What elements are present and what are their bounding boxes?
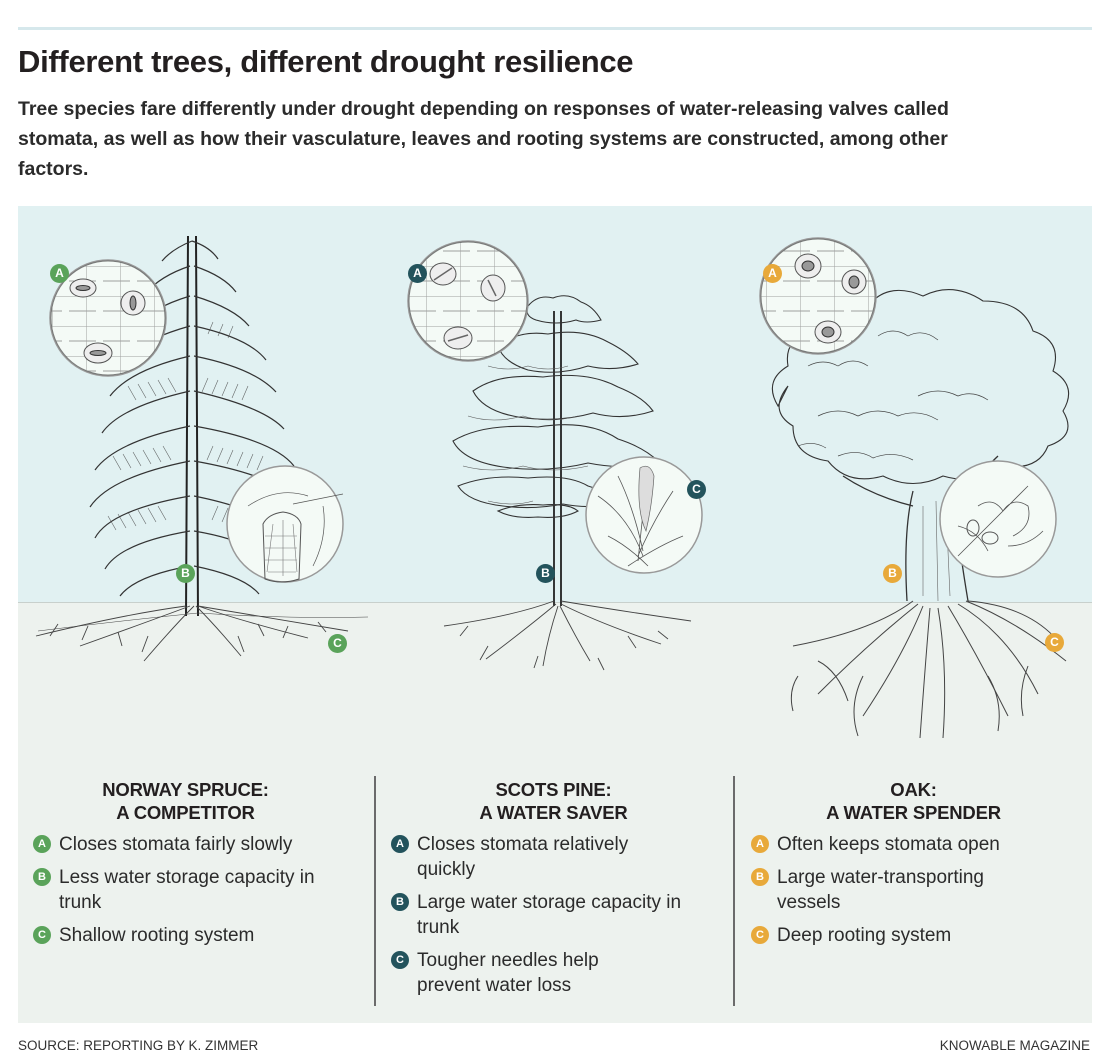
list-item: C Deep rooting system (751, 923, 1081, 948)
list-item: C Shallow rooting system (33, 923, 363, 948)
trait-text: Shallow rooting system (59, 925, 255, 946)
spruce-heading-line2: A COMPETITOR (116, 802, 255, 823)
trait-text: Closes stomata fairly slowly (59, 834, 293, 855)
spruce-marker-c: C (328, 634, 347, 653)
trait-text: Less water storage capacity in trunk (59, 867, 315, 913)
spruce-heading-line1: NORWAY SPRUCE: (102, 779, 269, 800)
tree-illustrations (35, 235, 1070, 739)
list-item: C Tougher needles help prevent water loss (391, 948, 657, 998)
trait-text: Large water storage capacity in trunk (417, 892, 682, 938)
marker-a-icon: A (751, 835, 769, 853)
list-item: A Closes stomata relatively quickly (391, 832, 687, 882)
marker-b-icon: B (33, 868, 51, 886)
marker-c-icon: C (33, 926, 51, 944)
list-item: A Closes stomata fairly slowly (33, 832, 363, 857)
trait-text: Deep rooting system (777, 925, 952, 946)
marker-b-icon: B (391, 893, 409, 911)
oak-marker-a: A (763, 264, 782, 283)
column-divider-1 (374, 776, 376, 1006)
marker-c-icon: C (751, 926, 769, 944)
marker-a-icon: A (391, 835, 409, 853)
oak-column: OAK: A WATER SPENDER A Often keeps stomat… (751, 778, 1081, 956)
page-subtitle: Tree species fare differently under drou… (18, 98, 949, 180)
pine-traits-list: A Closes stomata relatively quickly B Larg… (391, 832, 721, 998)
trait-text: Tougher needles help prevent water loss (417, 950, 599, 996)
oak-marker-c: C (1045, 633, 1064, 652)
marker-a-icon: A (33, 835, 51, 853)
pine-heading-line2: A WATER SAVER (479, 802, 628, 823)
list-item: B Large water-transporting vessels (751, 865, 1037, 915)
oak-heading-line1: OAK: (890, 779, 937, 800)
oak-heading: OAK: A WATER SPENDER (751, 778, 1076, 824)
spruce-heading: NORWAY SPRUCE: A COMPETITOR (33, 778, 338, 824)
spruce-traits-list: A Closes stomata fairly slowly B Less wate… (33, 832, 363, 948)
oak-illustration (759, 237, 1070, 739)
pine-heading: SCOTS PINE: A WATER SAVER (391, 778, 716, 824)
trait-text: Often keeps stomata open (777, 834, 1000, 855)
oak-traits-list: A Often keeps stomata open B Large water-t… (751, 832, 1081, 948)
infographic-panel: A B C A B C A B C NORWAY SPRUCE: A COMPE… (18, 206, 1092, 1023)
trait-text: Large water-transporting vessels (777, 867, 984, 913)
trait-text: Closes stomata relatively quickly (417, 834, 629, 880)
scots-pine-illustration (407, 240, 703, 671)
pine-marker-b: B (536, 564, 555, 583)
list-item: B Large water storage capacity in trunk (391, 890, 717, 940)
top-rule (18, 27, 1092, 30)
page-title: Different trees, different drought resil… (18, 44, 634, 79)
pine-marker-a: A (408, 264, 427, 283)
pine-heading-line1: SCOTS PINE: (495, 779, 612, 800)
publisher-credit: KNOWABLE MAGAZINE (939, 1038, 1090, 1053)
pine-marker-c: C (687, 480, 706, 499)
column-divider-2 (733, 776, 735, 1006)
pine-column: SCOTS PINE: A WATER SAVER A Closes stomat… (391, 778, 721, 1006)
oak-heading-line2: A WATER SPENDER (826, 802, 1001, 823)
norway-spruce-illustration (35, 235, 369, 662)
marker-b-icon: B (751, 868, 769, 886)
oak-marker-b: B (883, 564, 902, 583)
list-item: A Often keeps stomata open (751, 832, 1081, 857)
spruce-marker-a: A (50, 264, 69, 283)
spruce-column: NORWAY SPRUCE: A COMPETITOR A Closes stom… (33, 778, 363, 956)
marker-c-icon: C (391, 951, 409, 969)
spruce-marker-b: B (176, 564, 195, 583)
list-item: B Less water storage capacity in trunk (33, 865, 329, 915)
source-credit: SOURCE: REPORTING BY K. ZIMMER (18, 1038, 259, 1053)
